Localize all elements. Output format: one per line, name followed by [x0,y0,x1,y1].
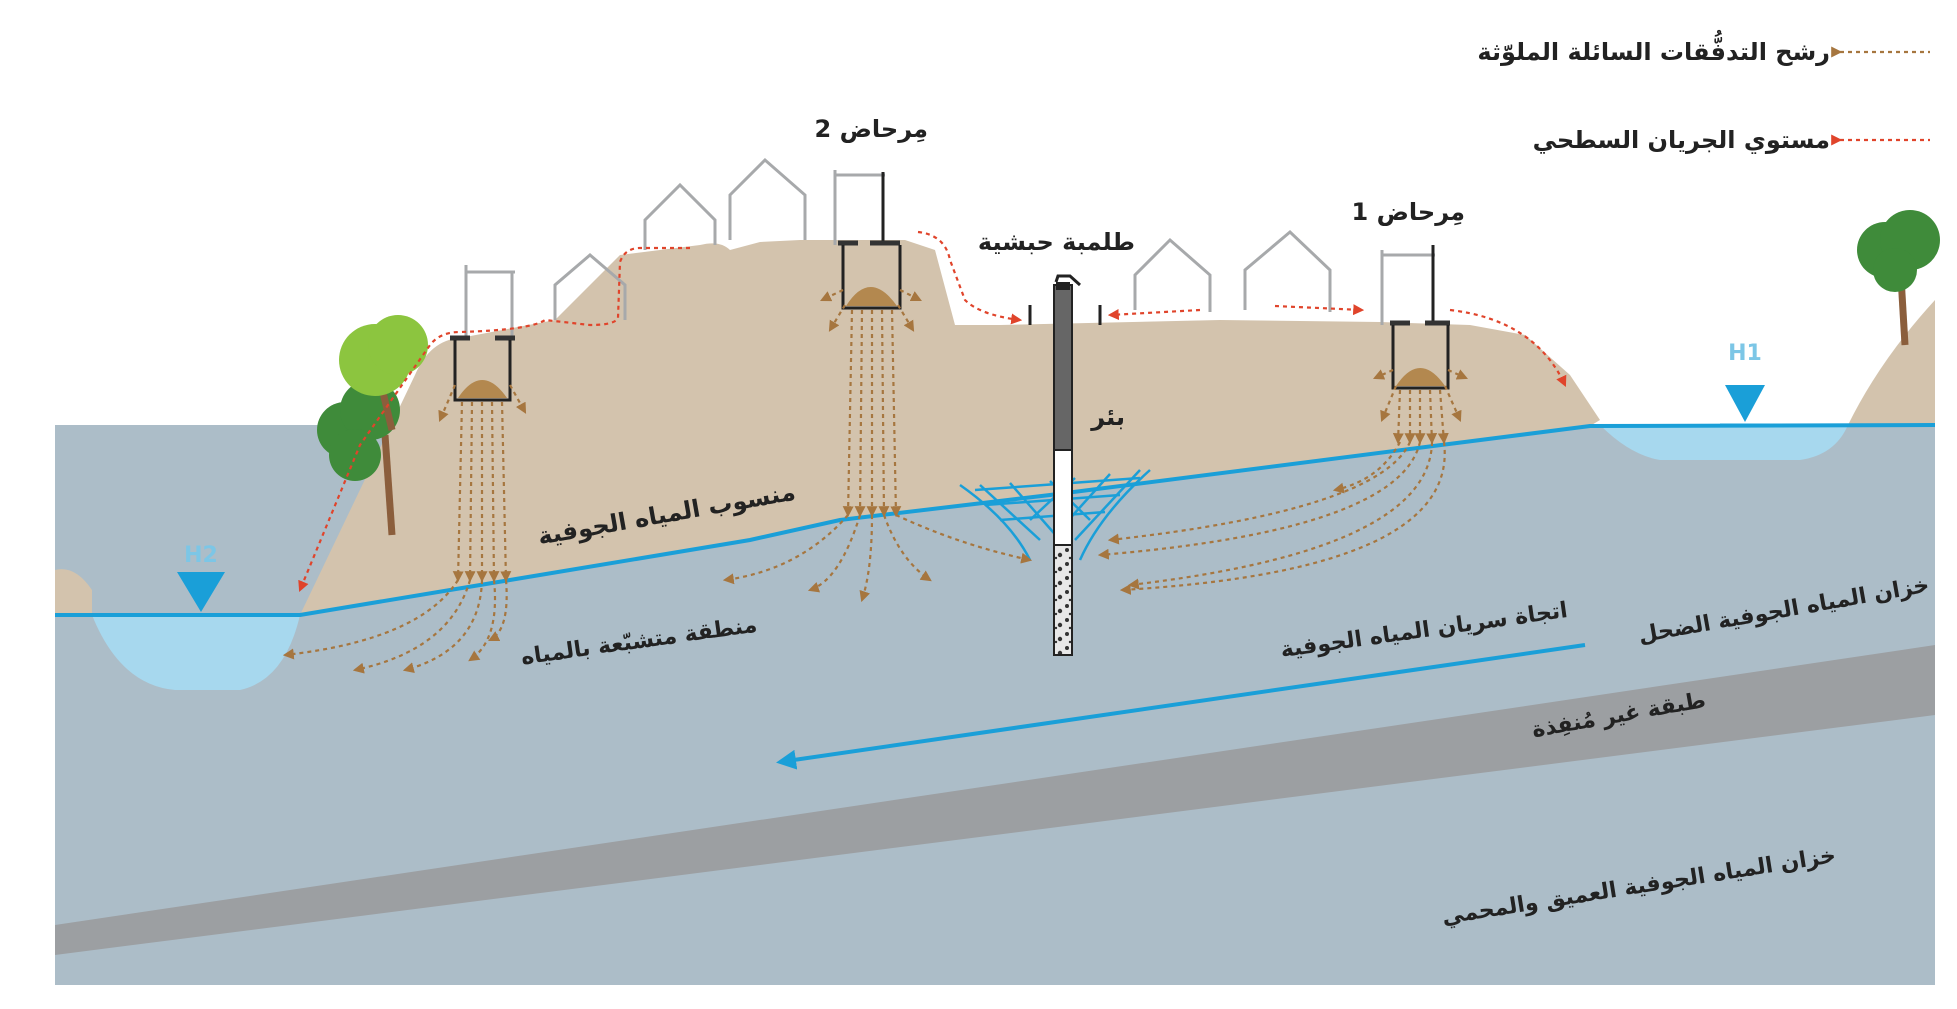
pond-h1 [1600,425,1848,460]
house-icon [728,157,807,240]
legend: رشح التدفُّقات السائلة الملوّثة مستوي ال… [1477,30,1930,154]
latrine-icon [1380,245,1450,390]
latrine-2-label: مِرحاض 2 [815,115,928,143]
water-table-line [55,423,1936,617]
tree-icon [1857,210,1940,346]
tree-icon [339,315,428,431]
well [1028,284,1102,656]
latrine-icon [833,170,902,310]
pond-h2 [92,615,300,690]
water-level-marker-icon [1720,385,1770,427]
latrine-1-label: مِرحاض 1 [1352,198,1465,226]
tree-icon [317,380,400,536]
hand-pump-icon [1054,274,1082,290]
flow-direction-arrow [776,643,1586,770]
infiltration-arrows [282,289,1469,674]
hand-pump-label: طلمبة حبشية [978,228,1135,256]
legend-infiltration-label: رشح التدفُّقات السائلة الملوّثة [1477,30,1830,66]
house-icon [553,253,627,320]
runoff-arrows [298,230,1567,593]
right-bank-soil [1848,300,1935,425]
well-label: بئر [1090,403,1125,431]
houses [553,157,1332,320]
house-icon [643,182,717,250]
legend-runoff-label: مستوي الجريان السطحي [1533,126,1830,154]
left-bank-soil [55,569,92,615]
impermeable-layer [55,645,1935,955]
soil-hill [300,240,1600,615]
h2-label: H2 [184,543,218,568]
water-level-marker-icon [177,572,225,612]
h1-label: H1 [1728,341,1762,366]
house-icon [1133,237,1212,312]
house-icon [1243,229,1332,312]
